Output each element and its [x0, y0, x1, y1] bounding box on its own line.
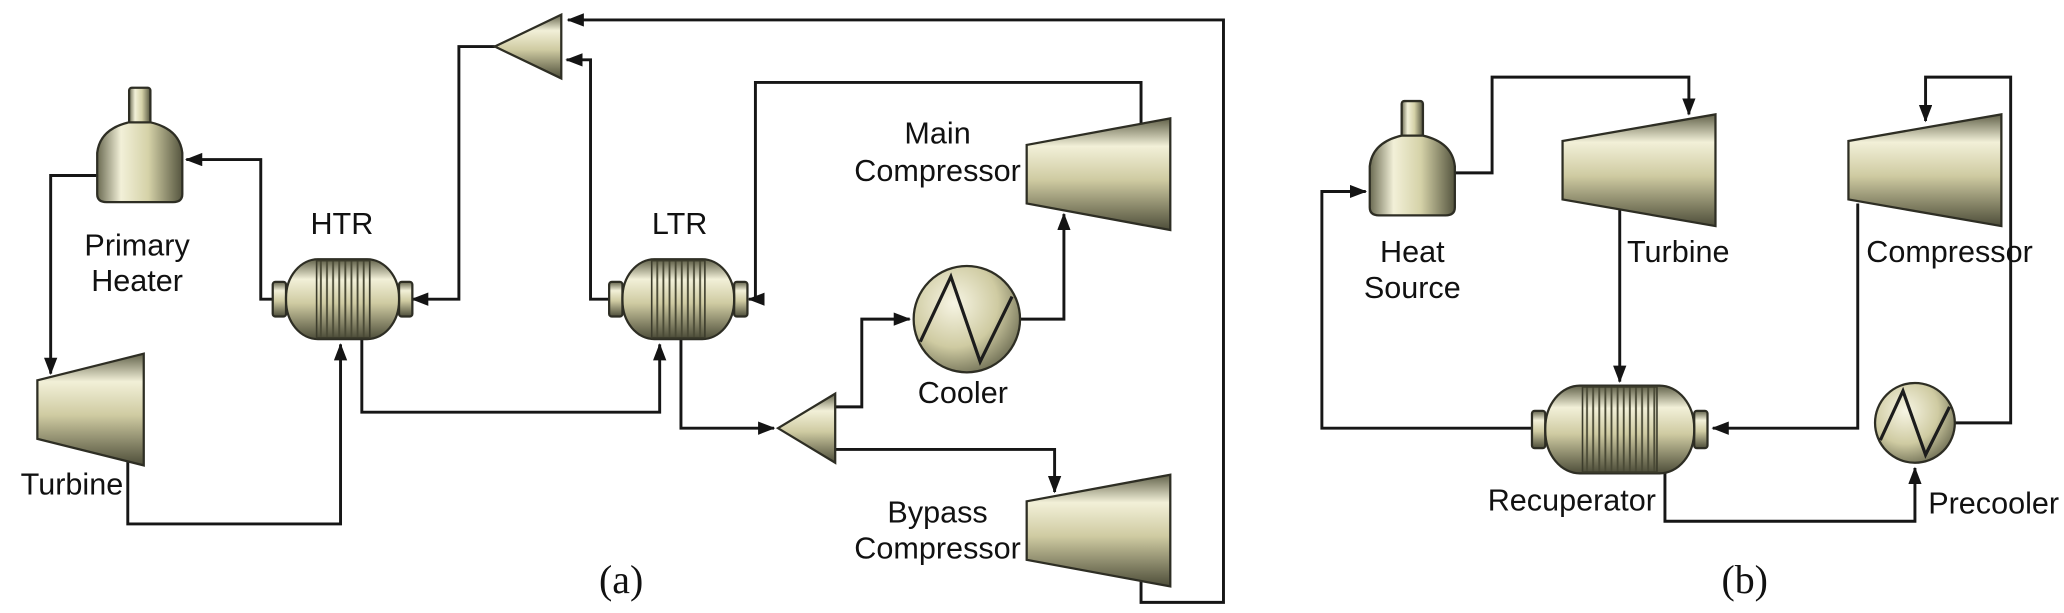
- htr-icon: [271, 258, 414, 341]
- bypass-compressor-label-line1: Bypass: [887, 496, 987, 530]
- htr-end-cap-left: [271, 280, 288, 318]
- main-compressor-label-line2: Compressor: [854, 154, 1021, 188]
- primary-heater-label-line1: Primary: [84, 228, 190, 262]
- vessel-body: [1368, 134, 1456, 217]
- pipe-ltr-to-split-junction: [679, 339, 776, 435]
- recuperator-end-cap-left: [1530, 409, 1547, 450]
- pipe-merge-to-htr: [411, 45, 495, 306]
- cooler-label: Cooler: [918, 376, 1008, 410]
- pipe-ltr-to-merge-junction: [565, 53, 610, 301]
- ltr-end-cap-right: [733, 280, 749, 318]
- vessel-neck: [127, 86, 152, 127]
- flow-lines-a: [44, 13, 1225, 604]
- primary-heater-icon: [96, 86, 184, 204]
- pipe-split-to-bypass-compressor: [835, 447, 1062, 494]
- pipe-htr-to-primary-heater: [184, 152, 273, 301]
- ltr-end-cap-left: [608, 280, 624, 318]
- htr-tube-stripes: [315, 259, 371, 339]
- turbine-b-icon: [1561, 113, 1717, 228]
- precooler-zigzag-icon: [1878, 386, 1951, 459]
- pipe-split-to-cooler: [835, 312, 911, 409]
- pipe-turbine-to-htr: [126, 343, 348, 526]
- vessel-body: [96, 121, 184, 204]
- diagram-a: Primary Heater HTR LTR Turbine Main Comp…: [21, 12, 1225, 604]
- heat-source-label-line1: Heat: [1380, 235, 1445, 269]
- diagram-b: Heat Source Turbine Compressor Recuperat…: [1320, 75, 2059, 602]
- turbine-a-label: Turbine: [21, 468, 124, 502]
- bypass-compressor-icon: [1025, 473, 1172, 588]
- pipe-bypass-compressor-to-merge: [566, 13, 1225, 604]
- heat-source-icon: [1368, 99, 1456, 217]
- recuperator-tube-stripes: [1581, 386, 1658, 473]
- htr-end-cap-right: [397, 280, 414, 318]
- merge-junction-icon: [492, 12, 563, 81]
- turbine-b-label: Turbine: [1627, 235, 1730, 269]
- precooler-icon: [1873, 381, 1956, 464]
- pipe-heat-source-to-turbine: [1454, 75, 1696, 175]
- pipe-primary-heater-to-turbine: [44, 174, 98, 375]
- precooler-label: Precooler: [1928, 486, 2059, 520]
- main-compressor-label-line1: Main: [904, 117, 970, 151]
- split-junction-icon: [775, 391, 837, 465]
- pipe-compressor-to-recuperator: [1711, 203, 1860, 435]
- caption-b: (b): [1721, 557, 1768, 602]
- vessel-neck: [1400, 99, 1425, 140]
- compressor-icon: [1847, 113, 2003, 228]
- recuperator-end-cap-right: [1693, 409, 1709, 450]
- cooler-zigzag-icon: [918, 272, 1014, 366]
- bypass-compressor-label-line2: Compressor: [854, 531, 1021, 565]
- compressor-label: Compressor: [1866, 235, 2033, 269]
- ltr-label: LTR: [652, 207, 708, 241]
- pipe-htr-to-ltr: [360, 339, 667, 414]
- caption-a: (a): [599, 557, 643, 602]
- primary-heater-label-line2: Heater: [91, 264, 183, 298]
- ltr-tube-stripes: [650, 259, 706, 339]
- pipe-main-compressor-to-ltr: [747, 80, 1143, 306]
- heat-source-label-line2: Source: [1364, 271, 1461, 305]
- recuperator-label: Recuperator: [1488, 484, 1656, 518]
- pipe-cooler-to-main-compressor: [1020, 212, 1071, 321]
- cooler-icon: [912, 264, 1022, 374]
- pipe-recuperator-to-heat-source: [1320, 184, 1532, 430]
- htr-label: HTR: [310, 207, 373, 241]
- recuperator-icon: [1530, 384, 1709, 475]
- flow-lines-b: [1320, 75, 2013, 523]
- ltr-icon: [608, 258, 749, 341]
- turbine-a-icon: [36, 352, 145, 467]
- pipe-precooler-to-compressor: [1918, 75, 2013, 425]
- pipe-recuperator-to-precooler: [1663, 466, 1922, 523]
- main-compressor-icon: [1025, 116, 1172, 232]
